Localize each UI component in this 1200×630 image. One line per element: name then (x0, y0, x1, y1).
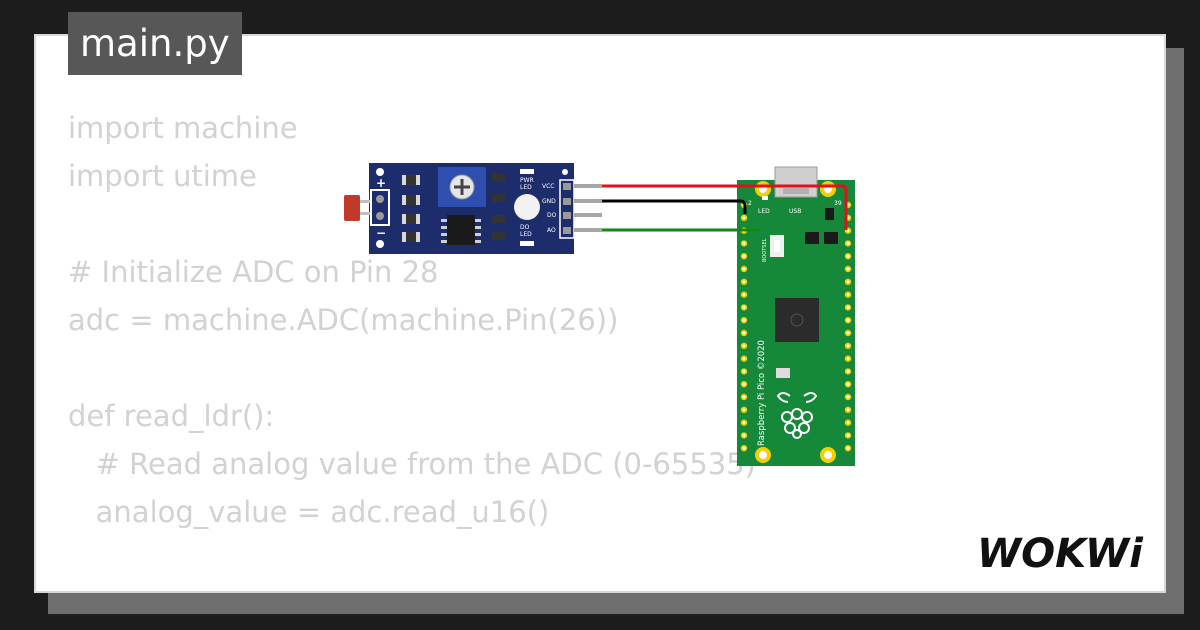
pico-pin-hole (742, 446, 746, 450)
pico-pin-hole (846, 254, 850, 258)
wokwi-logo: WOKWi (977, 531, 1144, 577)
pico-pin-hole (742, 318, 746, 322)
pin-label-gnd: GND (542, 198, 556, 205)
pico-pin-hole (742, 421, 746, 424)
pico-pin-hole (742, 357, 746, 360)
code-line: # Read analog value from the ADC (0-6553… (68, 447, 756, 481)
pin-label-ao: AO (547, 227, 556, 234)
file-tab[interactable]: main.py (68, 12, 242, 75)
usb-label: USB (789, 208, 801, 215)
pico-pin-hole (846, 395, 850, 399)
code-line: # Initialize ADC on Pin 28 (68, 255, 439, 289)
pico-pin-hole (846, 267, 850, 271)
pico-pin-hole (846, 306, 850, 309)
pico-pin-hole (742, 267, 746, 271)
pico-pin-hole (742, 408, 746, 412)
pin-2-label: 2 (748, 200, 752, 207)
code-line: adc = machine.ADC(machine.Pin(26)) (68, 303, 619, 337)
gnd-wire[interactable] (602, 199, 747, 214)
header-pin-vcc[interactable] (574, 184, 602, 188)
header-pin-do[interactable] (574, 213, 602, 217)
pico-left-pins[interactable] (740, 201, 748, 452)
pico-pin-hole (846, 242, 850, 245)
pico-pin-hole (846, 446, 850, 450)
ldr-indicator (514, 194, 540, 220)
plus-label: + (376, 176, 386, 190)
pico-pin-hole (742, 370, 746, 373)
pico-pin-hole (846, 293, 850, 296)
pico-pin-hole (742, 331, 746, 335)
preview-card: import machine import utime # Initialize … (34, 34, 1166, 593)
pin-label-do: DO (547, 212, 557, 219)
raspberry-logo-icon (776, 392, 818, 439)
pwr-led (520, 169, 534, 174)
comparator-chip (447, 215, 475, 245)
pico-pin-hole (846, 280, 850, 284)
led-label: LED (758, 208, 770, 215)
do-led (520, 241, 534, 246)
code-line: import machine (68, 111, 298, 145)
pico-pin-hole (846, 382, 850, 386)
pico-pin-hole (742, 306, 746, 309)
pico-pin-hole (846, 331, 850, 335)
pico-pin-hole (846, 344, 850, 348)
code-preview: import machine import utime # Initialize … (68, 104, 1164, 591)
raspberry-pi-pico[interactable]: LED USB 2 39 BOOTSEL Raspberry Pi Pico ©… (737, 166, 855, 466)
header-pin-ao[interactable] (574, 228, 602, 232)
pin-39-label: 39 (834, 200, 842, 207)
pico-pin-hole (846, 318, 850, 322)
bootsel-label: BOOTSEL (762, 238, 768, 262)
vcc-wire[interactable] (602, 184, 848, 230)
pico-pin-hole (846, 408, 850, 412)
pico-pin-hole (742, 434, 746, 437)
rp2040-chip (775, 298, 819, 342)
pico-pin-hole (846, 434, 850, 437)
header-pin-gnd[interactable] (574, 199, 602, 203)
pico-pin-hole (742, 395, 746, 399)
code-line: analog_value = adc.read_u16() (68, 495, 550, 529)
pico-pin-hole (742, 293, 746, 296)
wokwi-logo-text: WOKWi (977, 531, 1144, 577)
minus-label: − (376, 226, 386, 240)
code-line: import utime (68, 159, 257, 193)
pico-pin-hole (742, 254, 746, 258)
pico-pin-hole (742, 280, 746, 284)
ldr-sensor-module[interactable]: + − (344, 163, 602, 254)
pico-pin-hole (846, 357, 850, 360)
pico-pin-hole (846, 421, 850, 424)
pico-pin-hole (742, 382, 746, 386)
code-line: def read_ldr(): (68, 399, 275, 433)
pico-pin-hole (846, 370, 850, 373)
pin-label-vcc: VCC (542, 183, 554, 190)
pico-pin-hole (742, 216, 746, 220)
wires (602, 184, 848, 232)
pico-board-label: Raspberry Pi Pico ©2020 (757, 340, 767, 446)
pico-pin-hole (742, 344, 746, 348)
pico-pin-hole (742, 242, 746, 245)
photoresistor (344, 195, 360, 221)
